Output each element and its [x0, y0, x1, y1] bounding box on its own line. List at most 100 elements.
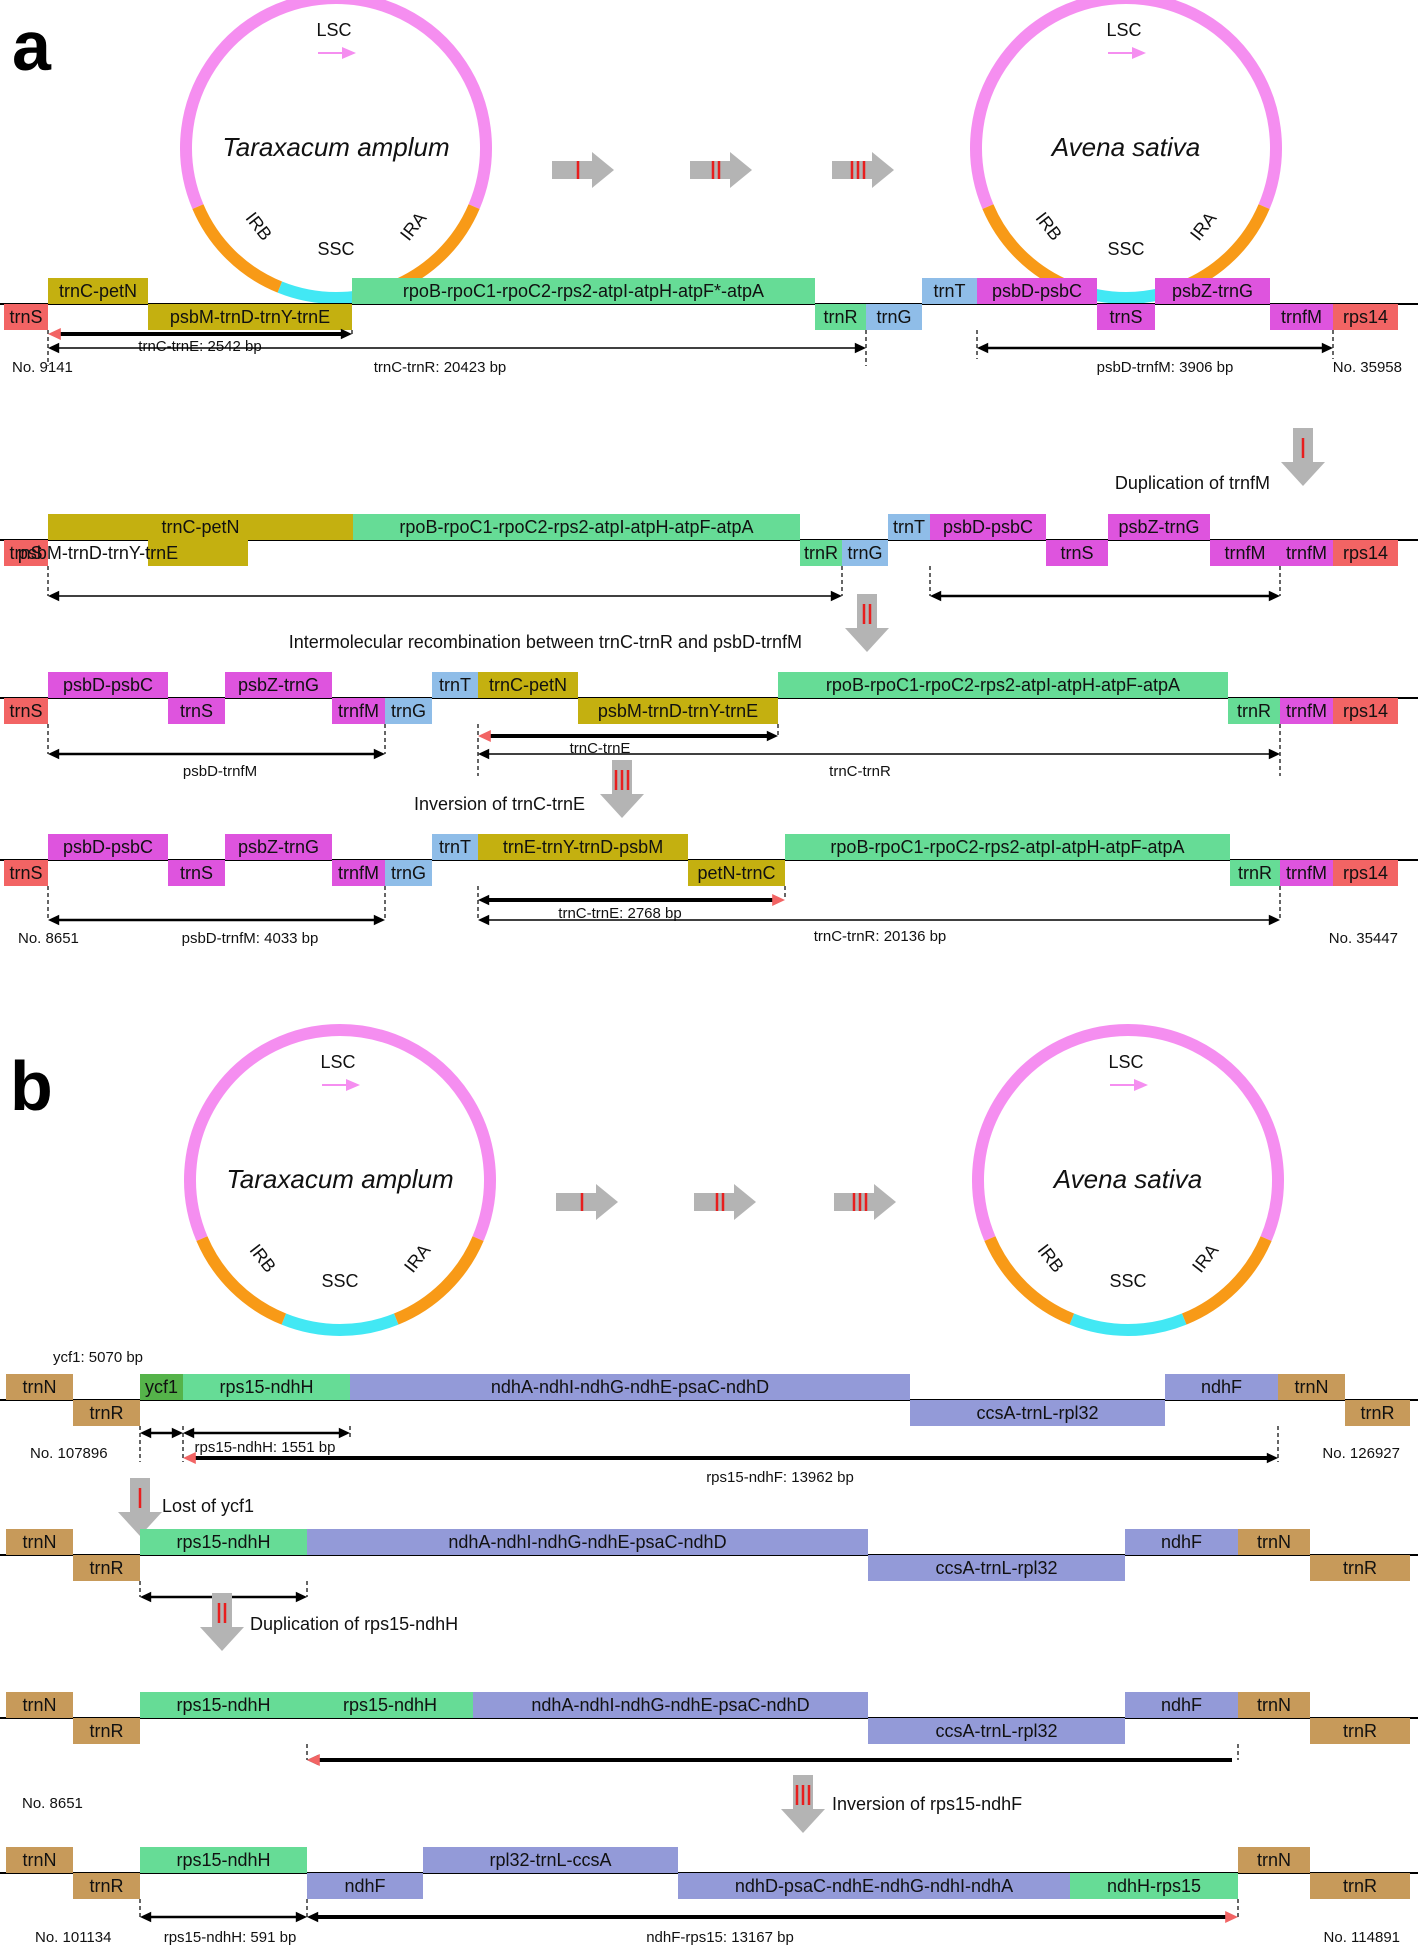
gene-block [168, 860, 225, 886]
gene-label: trnR [1343, 1721, 1377, 1741]
span-label: psbD-trnfM: 3906 bp [1097, 359, 1234, 376]
gene-block [140, 1374, 183, 1400]
ira-arc [1181, 1236, 1272, 1325]
arrow-head [1266, 1452, 1278, 1464]
gene-label: trnR [823, 307, 857, 327]
gene-block [183, 1374, 350, 1400]
gene-label: trnR [1343, 1558, 1377, 1578]
gene-block [977, 278, 1097, 304]
gene-block [778, 672, 1228, 698]
gene-block [225, 672, 332, 698]
irb-arc [192, 204, 283, 293]
arrow-head [171, 1427, 183, 1439]
gene-label: trnS [180, 701, 213, 721]
gene-label: psbM-trnD-trnY-trnE [18, 543, 178, 563]
gene-label: trnfM [1286, 543, 1327, 563]
gene-block [1125, 1529, 1238, 1555]
step-arrow-head [874, 1184, 896, 1220]
gene-block [1238, 1847, 1310, 1873]
position-label: No. 107896 [30, 1445, 108, 1462]
ira-arc [1179, 204, 1270, 293]
event-label: Inversion of rps15-ndhF [832, 1794, 1022, 1814]
event-label: Lost of ycf1 [162, 1496, 254, 1516]
arrow-head [830, 590, 842, 602]
gene-label: psbD-psbC [943, 517, 1033, 537]
irb-label: IRB [246, 1240, 280, 1276]
ira-arc [393, 1236, 484, 1325]
ira-label: IRA [400, 1240, 434, 1276]
span-label: psbD-trnfM: 4033 bp [182, 930, 319, 947]
arrow-head [1268, 590, 1280, 602]
lsc-direction-icon [1132, 47, 1146, 59]
gene-block [73, 1555, 140, 1581]
step-arrow-head [734, 1184, 756, 1220]
arrow-head [338, 1427, 350, 1439]
span-label: rps15-ndhF: 13962 bp [706, 1469, 854, 1486]
gene-block [1210, 540, 1280, 566]
gene-label: trnN [1257, 1532, 1291, 1552]
gene-label: trnN [22, 1695, 56, 1715]
arrow-head [478, 748, 490, 760]
position-label: No. 8651 [18, 930, 79, 947]
gene-block [4, 540, 48, 566]
lsc-arc [972, 1024, 1284, 1241]
gene-block [307, 1692, 473, 1718]
gene-block [578, 698, 778, 724]
gene-block [1238, 1692, 1310, 1718]
irb-arc [984, 1236, 1075, 1325]
ira-label: IRA [1186, 208, 1220, 244]
gene-label: ndhF [1161, 1695, 1202, 1715]
panel-label-b: b [10, 1047, 53, 1125]
gene-block [307, 1529, 868, 1555]
gene-block [73, 1400, 140, 1426]
position-label: No. 9141 [12, 359, 73, 376]
ssc-label: SSC [1107, 239, 1144, 259]
gene-block [1333, 860, 1398, 886]
gene-block [1165, 1374, 1278, 1400]
lsc-arc [970, 0, 1282, 209]
lsc-arc [180, 0, 492, 209]
gene-block [1333, 540, 1398, 566]
gene-block [1238, 1529, 1310, 1555]
ira-arc [389, 204, 480, 293]
gene-label: ndhD-psaC-ndhE-ndhG-ndhI-ndhA [735, 1876, 1013, 1896]
gene-block [4, 304, 48, 330]
arrow-head [307, 1911, 319, 1923]
position-label: No. 101134 [35, 1929, 111, 1946]
gene-label: ccsA-trnL-rpl32 [976, 1403, 1098, 1423]
gene-block [1070, 1873, 1238, 1899]
arrow-head [48, 590, 60, 602]
gene-label: trnR [1343, 1876, 1377, 1896]
gene-label: psbZ-trnG [1172, 281, 1253, 301]
gene-label: rps15-ndhH [219, 1377, 313, 1397]
step-arrow-head [730, 152, 752, 188]
gene-label: trnR [1238, 863, 1272, 883]
gene-block [140, 1529, 307, 1555]
span-label: rps15-ndhH: 1551 bp [195, 1439, 336, 1456]
arrow-head [340, 328, 352, 340]
gene-label: trnS [9, 863, 42, 883]
gene-label: trnN [22, 1532, 56, 1552]
gene-label: rpoB-rpoC1-rpoC2-rps2-atpI-atpH-atpF*-at… [403, 281, 764, 301]
arrow-head [1321, 342, 1333, 354]
ssc-arc [281, 1313, 399, 1336]
gene-block [1310, 1555, 1410, 1581]
span-label: ycf1: 5070 bp [53, 1349, 143, 1366]
gene-block [1310, 1873, 1410, 1899]
gene-block [888, 514, 930, 540]
gene-label: ndhA-ndhI-ndhG-ndhE-psaC-ndhD [531, 1695, 809, 1715]
gene-block [6, 1529, 73, 1555]
gene-label: trnS [9, 307, 42, 327]
gene-block [866, 304, 922, 330]
gene-label: trnR [89, 1876, 123, 1896]
arrow-head [140, 1427, 152, 1439]
event-arrow-head [845, 628, 889, 652]
gene-label: trnC-petN [161, 517, 239, 537]
gene-block [842, 540, 888, 566]
gene-block [332, 698, 385, 724]
event-label: Inversion of trnC-trnE [414, 794, 585, 814]
step-arrow-head [592, 152, 614, 188]
gene-label: trnS [9, 543, 42, 563]
gene-label: rpoB-rpoC1-rpoC2-rps2-atpI-atpH-atpF-atp… [830, 837, 1184, 857]
gene-label: ndhF [1201, 1377, 1242, 1397]
